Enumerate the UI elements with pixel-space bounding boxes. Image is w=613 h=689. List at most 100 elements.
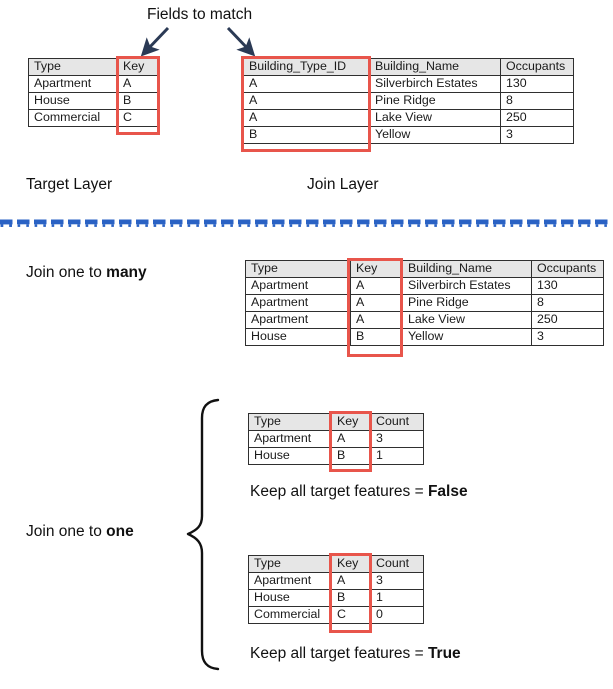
cell-type: House — [248, 589, 332, 608]
cell-occupants: 3 — [500, 126, 574, 145]
table-header-row: Type Key Count — [248, 412, 424, 432]
cell-type: House — [245, 328, 351, 347]
join-one-to-one-prefix: Join one to — [26, 523, 107, 540]
one-to-many-result-table: Type Key Building_Name Occupants Apartme… — [245, 259, 604, 347]
cell-occupants: 3 — [531, 328, 604, 347]
cell-key: A — [331, 572, 371, 591]
keep-true-prefix: Keep all target features = — [250, 645, 428, 662]
cell-type: House — [248, 447, 332, 466]
column-header: Type — [245, 259, 351, 279]
cell-building-name: Yellow — [402, 328, 532, 347]
cell-building-type-id: A — [243, 92, 370, 111]
cell-count: 1 — [370, 589, 424, 608]
column-header: Occupants — [500, 57, 574, 77]
table-row: A Pine Ridge 8 — [243, 92, 574, 111]
table-row: Apartment A 3 — [248, 430, 424, 449]
cell-key: B — [350, 328, 403, 347]
cell-building-type-id: A — [243, 75, 370, 94]
table-row: A Silverbirch Estates 130 — [243, 75, 574, 94]
cell-key: B — [331, 447, 371, 466]
keep-true-value: True — [427, 645, 461, 662]
cell-building-type-id: B — [243, 126, 370, 145]
column-header: Key — [331, 554, 371, 574]
join-one-to-one-emphasis: one — [106, 523, 134, 540]
cell-building-type-id: A — [243, 109, 370, 128]
join-layer-table: Building_Type_ID Building_Name Occupants… — [243, 57, 574, 145]
table-row: House B — [28, 92, 159, 111]
curly-brace-icon — [186, 398, 220, 671]
cell-type: Apartment — [248, 572, 332, 591]
table-header-row: Type Key — [28, 57, 159, 77]
one-to-one-false-table: Type Key Count Apartment A 3 House B 1 — [248, 412, 424, 466]
column-header: Type — [248, 554, 332, 574]
table-row: House B Yellow 3 — [245, 328, 604, 347]
cell-occupants: 8 — [531, 294, 604, 313]
table-row: Commercial C 0 — [248, 606, 424, 625]
cell-occupants: 250 — [500, 109, 574, 128]
cell-type: Commercial — [248, 606, 332, 625]
table-header-row: Type Key Building_Name Occupants — [245, 259, 604, 279]
join-one-to-one-label: Join one to one — [26, 523, 134, 542]
table-row: B Yellow 3 — [243, 126, 574, 145]
table-row: House B 1 — [248, 447, 424, 466]
join-one-to-many-prefix: Join one to — [26, 264, 107, 281]
column-header: Building_Name — [369, 57, 501, 77]
cell-count: 3 — [370, 572, 424, 591]
column-header: Key — [331, 412, 371, 432]
cell-occupants: 130 — [531, 277, 604, 296]
fields-to-match-label: Fields to match — [147, 6, 253, 23]
cell-building-name: Pine Ridge — [402, 294, 532, 313]
cell-type: Apartment — [248, 430, 332, 449]
keep-false-label: Keep all target features = False — [250, 483, 468, 502]
join-layer-caption: Join Layer — [307, 176, 379, 193]
keep-false-value: False — [427, 483, 468, 500]
column-header: Key — [350, 259, 403, 279]
cell-occupants: 8 — [500, 92, 574, 111]
table-row: A Lake View 250 — [243, 109, 574, 128]
cell-key: B — [117, 92, 159, 111]
column-header: Occupants — [531, 259, 604, 279]
cell-key: C — [331, 606, 371, 625]
column-header: Building_Type_ID — [243, 57, 370, 77]
table-row: House B 1 — [248, 589, 424, 608]
cell-key: A — [350, 311, 403, 330]
table-row: Apartment A Lake View 250 — [245, 311, 604, 330]
column-header: Type — [248, 412, 332, 432]
cell-count: 0 — [370, 606, 424, 625]
cell-key: A — [331, 430, 371, 449]
table-header-row: Type Key Count — [248, 554, 424, 574]
cell-key: A — [117, 75, 159, 94]
column-header: Building_Name — [402, 259, 532, 279]
table-row: Apartment A Silverbirch Estates 130 — [245, 277, 604, 296]
target-layer-caption: Target Layer — [26, 176, 113, 193]
cell-building-name: Silverbirch Estates — [402, 277, 532, 296]
cell-count: 3 — [370, 430, 424, 449]
cell-occupants: 130 — [500, 75, 574, 94]
cell-type: Apartment — [245, 311, 351, 330]
table-row: Apartment A — [28, 75, 159, 94]
cell-key: A — [350, 277, 403, 296]
keep-true-label: Keep all target features = True — [250, 645, 461, 664]
cell-key: B — [331, 589, 371, 608]
column-header: Count — [370, 412, 424, 432]
column-header: Key — [117, 57, 159, 77]
cell-building-name: Lake View — [369, 109, 501, 128]
cell-type: Apartment — [245, 294, 351, 313]
table-header-row: Building_Type_ID Building_Name Occupants — [243, 57, 574, 77]
arrow-down-left-icon — [140, 26, 170, 57]
column-header: Count — [370, 554, 424, 574]
cell-occupants: 250 — [531, 311, 604, 330]
column-header: Type — [28, 57, 118, 77]
arrow-down-right-icon — [226, 26, 256, 57]
cell-building-name: Lake View — [402, 311, 532, 330]
dashed-divider-icon — [0, 219, 608, 227]
cell-type: Apartment — [28, 75, 118, 94]
target-layer-table: Type Key Apartment A House B Commercial … — [28, 57, 159, 128]
cell-type: House — [28, 92, 118, 111]
cell-building-name: Yellow — [369, 126, 501, 145]
cell-count: 1 — [370, 447, 424, 466]
cell-building-name: Silverbirch Estates — [369, 75, 501, 94]
table-row: Apartment A 3 — [248, 572, 424, 591]
table-row: Apartment A Pine Ridge 8 — [245, 294, 604, 313]
